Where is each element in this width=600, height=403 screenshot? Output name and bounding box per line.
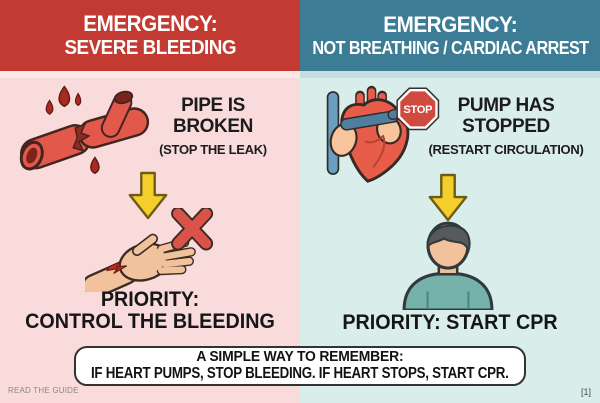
cardiac-header-divider (300, 71, 600, 78)
cardiac-concept: PUMP HAS STOPPED (RESTART CIRCULATION) (422, 95, 590, 157)
cardiac-concept-subtitle: (RESTART CIRCULATION) (428, 141, 584, 157)
broken-blood-vessel-icon (19, 85, 150, 175)
bleeding-header-line1: EMERGENCY: (83, 11, 217, 36)
bleeding-concept-subtitle: (STOP THE LEAK) (159, 141, 267, 157)
bleeding-panel: EMERGENCY: SEVERE BLEEDING (0, 0, 300, 403)
person-icon (402, 221, 494, 310)
bleeding-hand-with-x-icon (85, 208, 214, 292)
reminder-line2: IF HEART PUMPS, STOP BLEEDING. IF HEART … (91, 365, 509, 382)
heart-with-stop-sign-icon: STOP (326, 85, 440, 183)
read-the-guide-note: READ THE GUIDE (8, 386, 79, 395)
bleeding-priority: PRIORITY: CONTROL THE BLEEDING (0, 288, 300, 334)
cardiac-header: EMERGENCY: NOT BREATHING / CARDIAC ARRES… (300, 0, 600, 71)
bleeding-priority-line2: CONTROL THE BLEEDING (25, 310, 275, 334)
bleeding-header-divider (0, 71, 300, 78)
cardiac-header-line2: NOT BREATHING / CARDIAC ARREST (311, 38, 589, 58)
reminder-line1: A SIMPLE WAY TO REMEMBER: (196, 349, 404, 365)
reminder-box: A SIMPLE WAY TO REMEMBER: IF HEART PUMPS… (74, 346, 526, 386)
bleeding-concept-title: PIPE IS BROKEN (173, 95, 253, 138)
bleeding-header-line2: SEVERE BLEEDING (64, 37, 236, 59)
cardiac-header-line1: EMERGENCY: (383, 12, 517, 37)
cardiac-concept-title: PUMP HAS STOPPED (457, 95, 555, 138)
cardiac-panel: EMERGENCY: NOT BREATHING / CARDIAC ARRES… (300, 0, 600, 403)
cardiac-priority: PRIORITY: START CPR (300, 311, 600, 335)
cardiac-priority-line: PRIORITY: START CPR (342, 311, 558, 334)
bleeding-concept: PIPE IS BROKEN (STOP THE LEAK) (147, 95, 279, 157)
bleeding-priority-line1: PRIORITY: (100, 288, 200, 311)
bleeding-header: EMERGENCY: SEVERE BLEEDING (0, 0, 300, 71)
stop-sign-label: STOP (403, 104, 433, 116)
down-arrow-icon (428, 173, 468, 222)
citation-ref: [1] (580, 387, 591, 397)
down-arrow-icon (128, 171, 168, 220)
